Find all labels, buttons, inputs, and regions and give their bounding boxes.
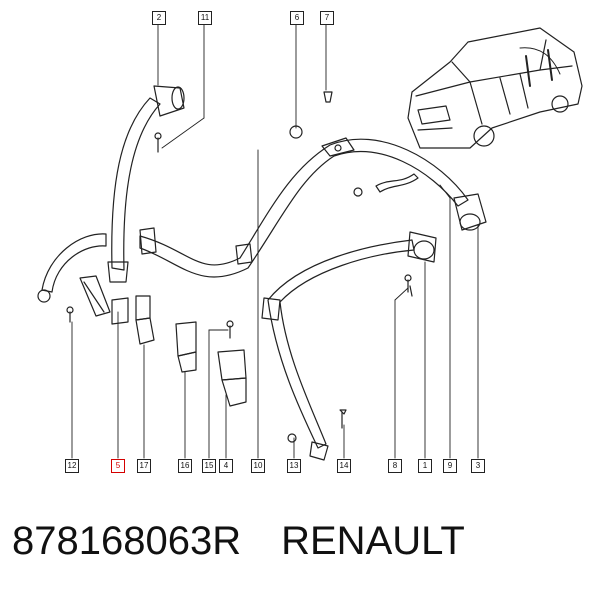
callout-13: 13 — [287, 459, 301, 473]
bolts — [66, 132, 412, 443]
callout-14: 14 — [337, 459, 351, 473]
rear-left-belt-strap — [107, 85, 185, 283]
callout-11: 11 — [198, 11, 212, 25]
callout-9: 9 — [443, 459, 457, 473]
callout-17: 17 — [137, 459, 151, 473]
callout-16: 16 — [178, 459, 192, 473]
callout-4: 4 — [219, 459, 233, 473]
callout-5-highlighted: 5 — [111, 459, 125, 473]
center-belt-strap — [139, 138, 469, 278]
upper-anchor-hardware — [289, 91, 419, 197]
front-belt-strap — [261, 231, 437, 461]
brand-name: RENAULT — [281, 518, 465, 563]
buckles — [111, 295, 247, 407]
callout-3: 3 — [471, 459, 485, 473]
part-number: 878168063R — [12, 518, 242, 563]
seatbelt-exploded-diagram: 2 11 6 7 12 5 17 16 15 4 10 13 14 8 1 9 … — [37, 11, 583, 473]
callout-1: 1 — [418, 459, 432, 473]
callout-8: 8 — [388, 459, 402, 473]
callout-12: 12 — [65, 459, 79, 473]
callout-10: 10 — [251, 459, 265, 473]
callout-15: 15 — [202, 459, 216, 473]
lap-belt-left — [37, 233, 111, 317]
diagram-drawing — [37, 24, 583, 461]
rear-right-retractor — [453, 193, 487, 231]
car-thumbnail — [407, 27, 583, 149]
part-caption: 878168063R RENAULT — [12, 516, 465, 566]
callout-6: 6 — [290, 11, 304, 25]
callout-7: 7 — [320, 11, 334, 25]
leader-lines — [71, 24, 479, 459]
callout-2: 2 — [152, 11, 166, 25]
